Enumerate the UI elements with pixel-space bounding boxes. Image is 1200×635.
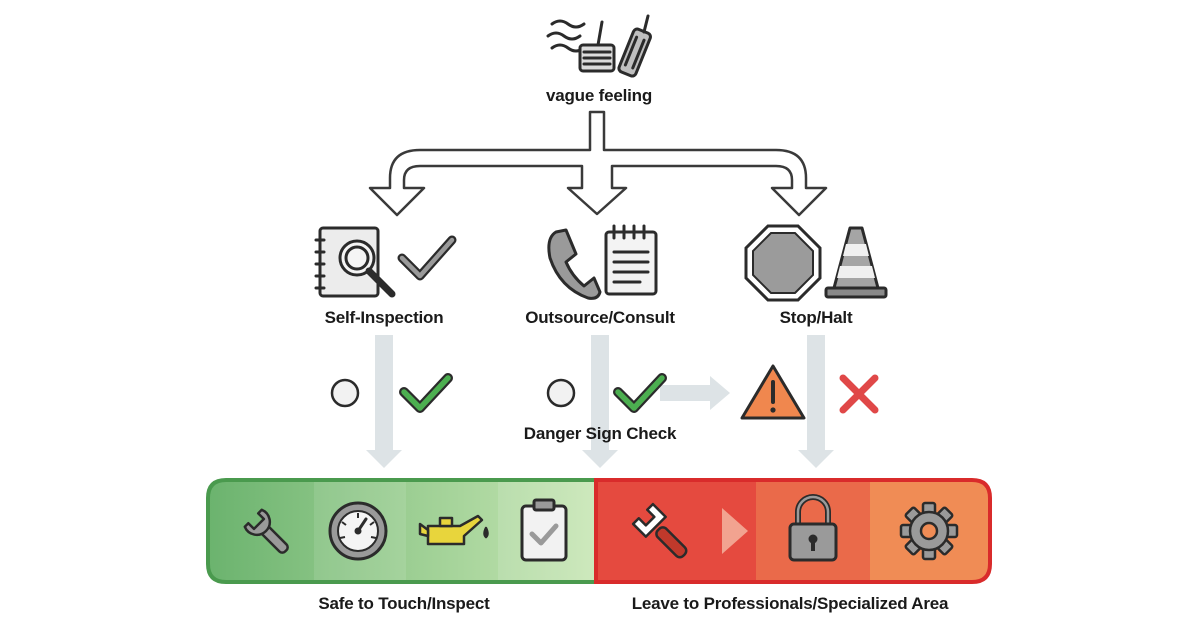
stop-sign-icon [744, 224, 822, 302]
zone-bar [206, 478, 992, 584]
cross-icon [839, 374, 879, 414]
phone-icon [547, 228, 602, 300]
flow-connectors [366, 110, 834, 468]
adjustable-wrench-icon [631, 502, 688, 559]
pro-zone-label: Leave to Professionals/Specialized Area [631, 594, 949, 613]
notepad-icon [604, 224, 658, 296]
oil-can-icon [418, 514, 489, 546]
pedals-vibration-icon [546, 14, 652, 78]
safe-zone-label: Safe to Touch/Inspect [318, 594, 490, 613]
branch-label-self-inspection: Self-Inspection [324, 308, 444, 327]
branch-label-stop: Stop/Halt [779, 308, 853, 327]
down-arrow-left [366, 335, 402, 468]
circle-icon [330, 378, 360, 408]
notebook-magnifier-icon [314, 226, 396, 298]
down-arrow-right [798, 335, 834, 468]
danger-check-row [330, 364, 879, 420]
danger-check-label: Danger Sign Check [523, 424, 677, 443]
down-arrow-center [582, 335, 618, 468]
padlock-icon [788, 494, 838, 562]
gauge-icon [328, 501, 388, 561]
gear-icon [899, 501, 959, 561]
clipboard-check-icon [520, 498, 568, 562]
branch-label-outsource: Outsource/Consult [525, 308, 675, 327]
warning-icon [740, 364, 806, 420]
split-arrow [368, 110, 828, 217]
wrench-icon [243, 508, 289, 554]
right-arrow-danger [660, 376, 730, 410]
top-label: vague feeling [545, 86, 653, 105]
traffic-cone-icon [824, 226, 888, 299]
circle-icon [546, 378, 576, 408]
